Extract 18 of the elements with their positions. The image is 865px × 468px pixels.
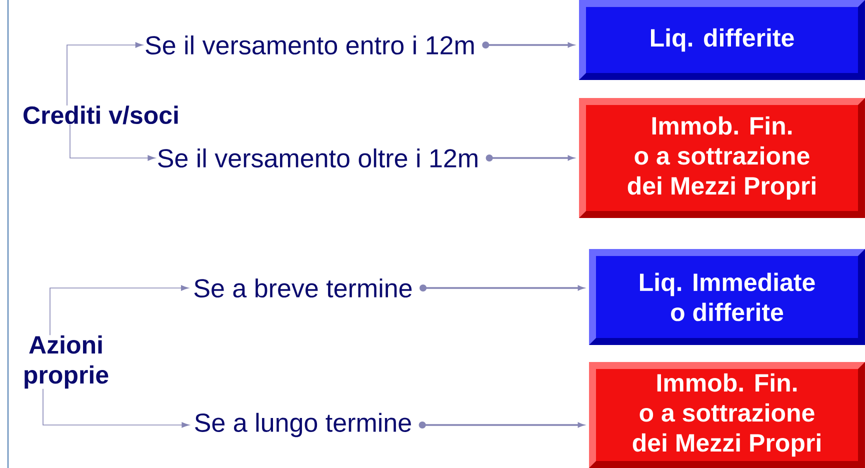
result-box: Immob. Fin. o a sottrazione dei Mezzi Propri <box>589 362 865 468</box>
arrow <box>50 285 189 336</box>
category-label: Azioni proprie <box>24 335 108 389</box>
arrow <box>486 154 574 162</box>
condition-label: Se il versamento oltre i 12m <box>158 148 478 168</box>
arrow <box>418 421 584 428</box>
result-box: Immob. Fin. o a sottrazione dei Mezzi Propri <box>579 98 865 218</box>
arrow <box>482 42 574 48</box>
arrow <box>70 124 156 161</box>
category-label: Crediti v/soci <box>24 106 178 124</box>
arrow <box>66 42 143 106</box>
arrow <box>420 284 584 292</box>
result-box: Liq. Immediate o differite <box>589 249 865 345</box>
arrow <box>42 388 190 428</box>
condition-label: Se il versamento entro i 12m <box>146 35 474 55</box>
condition-label: Se a breve termine <box>194 278 412 298</box>
condition-label: Se a lungo termine <box>195 412 411 438</box>
result-box: Liq. differite <box>579 0 865 80</box>
